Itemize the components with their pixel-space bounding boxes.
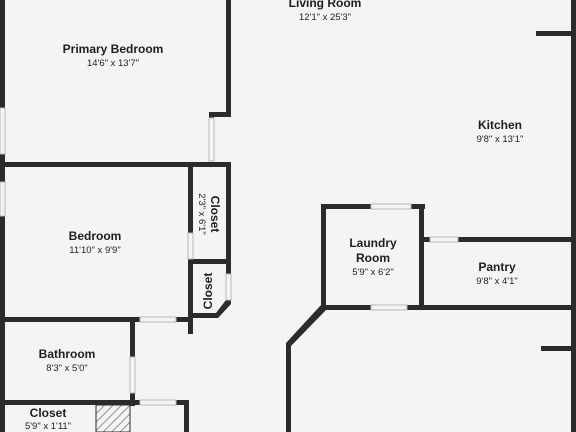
- bedroom-name: Bedroom: [69, 229, 122, 243]
- closet-bottom-name: Closet: [30, 406, 67, 420]
- doorway: [139, 399, 177, 406]
- wall: [536, 31, 576, 36]
- window: [0, 181, 6, 217]
- bathroom-dimensions: 8'3" x 5'0": [46, 363, 88, 374]
- wall: [571, 0, 576, 432]
- doorway: [187, 232, 194, 260]
- closet-upper-name: Closet: [208, 196, 222, 233]
- laundry-room-name-line2: Room: [356, 251, 390, 265]
- bathroom-name: Bathroom: [39, 347, 96, 361]
- wall: [226, 162, 231, 264]
- closet-bottom-dimensions: 5'9" x 1'11": [25, 421, 71, 432]
- wall: [0, 400, 189, 405]
- wall: [419, 204, 424, 310]
- wall: [541, 346, 576, 351]
- wall: [184, 400, 189, 432]
- living-room-name: Living Room: [289, 0, 362, 10]
- bedroom-dimensions: 11'10" x 9'9": [69, 245, 120, 256]
- laundry-room-dimensions: 5'9" x 6'2": [352, 267, 394, 278]
- pantry-dimensions: 9'8" x 4'1": [476, 276, 518, 287]
- window: [0, 107, 6, 155]
- primary-bedroom-dimensions: 14'6" x 13'7": [87, 58, 139, 69]
- doorway: [129, 356, 136, 394]
- wall: [226, 259, 231, 274]
- doorway: [370, 203, 412, 210]
- room-labels: Living Room 12'1" x 25'3" Primary Bedroo…: [25, 0, 523, 432]
- hatched-area: [95, 404, 131, 432]
- living-room-dimensions: 12'1" x 25'3": [299, 12, 351, 23]
- doorway: [139, 316, 177, 323]
- wall: [419, 237, 576, 242]
- closet-lower-name: Closet: [201, 273, 215, 310]
- wall: [193, 300, 231, 318]
- kitchen-dimensions: 9'8" x 13'1": [477, 134, 524, 145]
- wall: [226, 0, 231, 117]
- wall: [209, 112, 231, 117]
- kitchen-name: Kitchen: [478, 118, 522, 132]
- wall: [0, 317, 193, 322]
- wall: [321, 204, 326, 310]
- doorway: [429, 236, 459, 243]
- doorway: [225, 273, 232, 301]
- wall: [321, 305, 576, 310]
- laundry-room-name-line1: Laundry: [349, 236, 397, 250]
- doorway: [208, 117, 215, 162]
- wall: [188, 259, 231, 264]
- wall: [209, 112, 214, 118]
- wall: [286, 305, 326, 432]
- primary-bedroom-name: Primary Bedroom: [63, 42, 164, 56]
- wall: [0, 162, 231, 167]
- wall: [188, 259, 193, 334]
- doorway: [370, 304, 408, 311]
- openings: [0, 107, 459, 406]
- pantry-name: Pantry: [478, 260, 516, 274]
- wall: [188, 162, 193, 233]
- closet-upper-dimensions: 2'3" x 6'1": [196, 193, 207, 235]
